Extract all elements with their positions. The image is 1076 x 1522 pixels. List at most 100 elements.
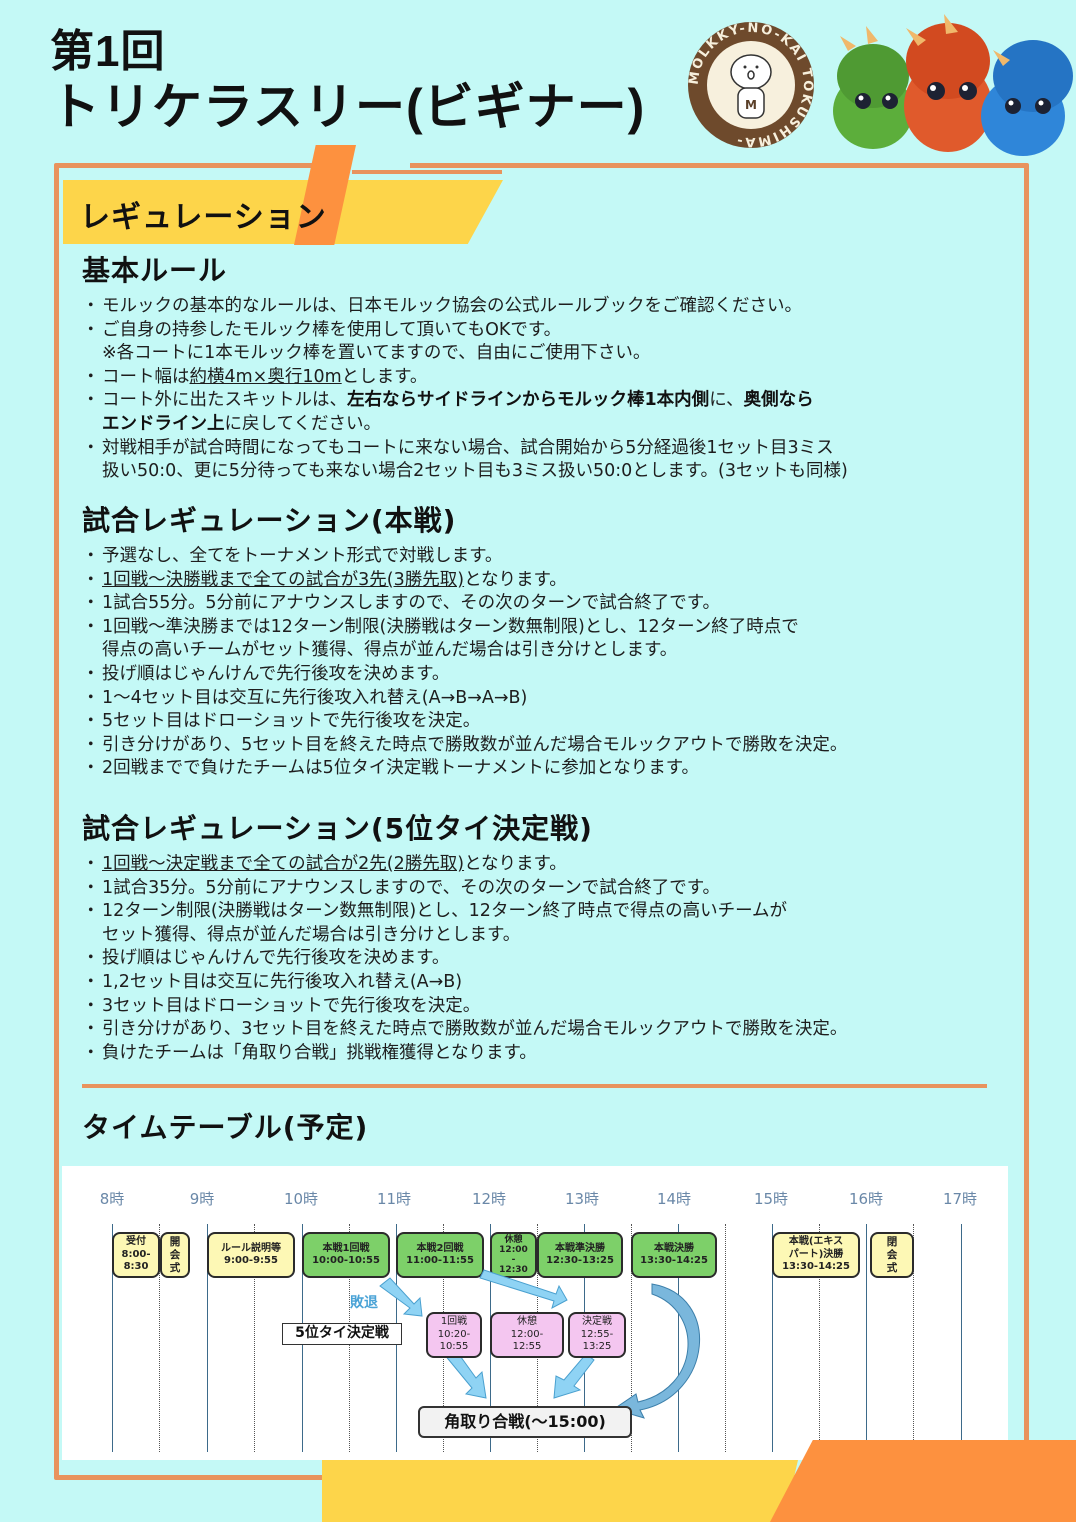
half-hour-gridline bbox=[819, 1224, 820, 1452]
schedule-block-semifinal: 本戦準決勝 12:30-13:25 bbox=[537, 1232, 623, 1278]
kadotori-event-box: 角取り合戦(～15:00) bbox=[418, 1406, 632, 1438]
rule-text: 1試合55分。5分前にアナウンスしますので、その次のターンで試合終了です。 bbox=[102, 593, 721, 614]
hour-label: 13時 bbox=[564, 1190, 600, 1208]
rule-text: 負けたチームは「角取り合戦」挑戦権獲得となります。 bbox=[102, 1042, 537, 1063]
bottom-decor-orange bbox=[770, 1440, 1076, 1522]
rule-text: モルックの基本的なルールは、日本モルック協会の公式ルールブックをご確認ください。 bbox=[102, 296, 802, 316]
hour-gridline bbox=[961, 1224, 962, 1452]
hour-gridline bbox=[772, 1224, 773, 1452]
page-title: 第1回 トリケラスリー(ビギナー) bbox=[50, 27, 646, 135]
tie-regulation-section: 試合レギュレーション(5位タイ決定戦) 1回戦～決定戦まで全ての試合が2先(2勝… bbox=[82, 811, 1022, 1065]
rule-text: 投げ順はじゃんけんで先行後攻を決めます。 bbox=[102, 948, 450, 969]
hour-label: 17時 bbox=[942, 1190, 978, 1208]
hour-gridline bbox=[866, 1224, 867, 1452]
rule-text: 5セット目はドローショットで先行後攻を決定。 bbox=[102, 711, 481, 732]
rule-text: 対戦相手が試合時間になってもコートに来ない場合、試合開始から5分経過後1セット目… bbox=[102, 437, 834, 458]
basic-rules-list: モルックの基本的なルールは、日本モルック協会の公式ルールブックをご確認ください。… bbox=[82, 295, 1022, 484]
rule-text: 得点の高いチームがセット獲得、得点が並んだ場合は引き分けとします。 bbox=[102, 640, 678, 661]
list-item: 2回戦までで負けたチームは5位タイ決定戦トーナメントに参加となります。 bbox=[82, 757, 1022, 781]
list-item: ご自身の持参したモルック棒を使用して頂いてもOKです。 bbox=[82, 319, 1022, 343]
schedule-block-closing-ceremony: 閉 会 式 bbox=[870, 1232, 914, 1278]
tie-decision-label: 5位タイ決定戦 bbox=[282, 1323, 402, 1345]
rule-text: 投げ順はじゃんけんで先行後攻を決めます。 bbox=[102, 663, 450, 684]
emphasis-text: エンドライン上 bbox=[102, 413, 225, 434]
list-item: コート幅は約横4m×奥行10mとします。 bbox=[82, 366, 1022, 390]
rule-text: 12ターン制限(決勝戦はターン数無制限)とし、12ターン終了時点で得点の高いチー… bbox=[102, 901, 788, 922]
tie-block-round1: 1回戦 10:20- 10:55 bbox=[426, 1312, 482, 1358]
hour-label: 11時 bbox=[376, 1190, 412, 1208]
rule-text: 3セット目はドローショットで先行後攻を決定。 bbox=[102, 995, 481, 1016]
title-edition: 第1回 bbox=[50, 27, 166, 76]
rule-text: 1試合35分。5分前にアナウンスしますので、その次のターンで試合終了です。 bbox=[102, 877, 721, 898]
tie-regulation-heading: 試合レギュレーション(5位タイ決定戦) bbox=[82, 812, 593, 845]
rule-text: 1～4セット目は交互に先行後攻入れ替え(A→B→A→B) bbox=[102, 687, 528, 708]
list-item: 12ターン制限(決勝戦はターン数無制限)とし、12ターン終了時点で得点の高いチー… bbox=[82, 900, 1022, 924]
hour-label: 12時 bbox=[471, 1190, 507, 1208]
list-item: エンドライン上に戻してください。 bbox=[82, 413, 1022, 437]
timetable-section: タイムテーブル(予定) bbox=[82, 1110, 1022, 1146]
hour-label: 14時 bbox=[656, 1190, 692, 1208]
rule-text: コート外に出たスキットルは、 bbox=[102, 390, 347, 411]
rule-text: となります。 bbox=[464, 854, 567, 874]
list-item: 1回戦～決勝戦まで全ての試合が3先(3勝先取)となります。 bbox=[82, 569, 1022, 593]
list-item: 1回戦～準決勝までは12ターン制限(決勝戦はターン数無制限)とし、12ターン終了… bbox=[82, 616, 1022, 640]
molkky-association-logo: MOLKKY-NO-KAI TOKUSHIMA- M bbox=[687, 21, 814, 149]
defeat-label: 敗退 bbox=[350, 1295, 378, 1311]
list-item: 投げ順はじゃんけんで先行後攻を決めます。 bbox=[82, 663, 1022, 687]
rule-text: コート幅は bbox=[102, 366, 190, 387]
section-banner-title: レギュレーション bbox=[80, 200, 327, 235]
rule-text: 1,2セット目は交互に先行後攻入れ替え(A→B) bbox=[102, 971, 463, 992]
hour-label: 15時 bbox=[753, 1190, 789, 1208]
timetable-heading: タイムテーブル(予定) bbox=[82, 1111, 369, 1144]
half-hour-gridline bbox=[159, 1224, 160, 1452]
half-hour-gridline bbox=[725, 1224, 726, 1452]
court-size-text: 約横4m×奥行10m bbox=[189, 366, 342, 387]
hour-label: 10時 bbox=[283, 1190, 319, 1208]
list-item: 得点の高いチームがセット獲得、得点が並んだ場合は引き分けとします。 bbox=[82, 639, 1022, 663]
hour-label: 8時 bbox=[99, 1190, 125, 1208]
schedule-block-round2: 本戦2回戦 11:00-11:55 bbox=[396, 1232, 484, 1278]
tie-block-final: 決定戦 12:55- 13:25 bbox=[568, 1312, 626, 1358]
schedule-block-rules-briefing: ルール説明等 9:00-9:55 bbox=[207, 1232, 295, 1278]
svg-text:M: M bbox=[745, 98, 757, 112]
list-item: 負けたチームは「角取り合戦」挑戦権獲得となります。 bbox=[82, 1042, 1022, 1066]
rule-text: に、 bbox=[709, 390, 744, 411]
main-regulation-section: 試合レギュレーション(本戦) 予選なし、全てをトーナメント形式で対戦します。 1… bbox=[82, 503, 1022, 781]
list-item: 引き分けがあり、5セット目を終えた時点で勝敗数が並んだ場合モルックアウトで勝敗を… bbox=[82, 734, 1022, 758]
rule-text: セット獲得、得点が並んだ場合は引き分けとします。 bbox=[102, 924, 521, 945]
list-item: 1,2セット目は交互に先行後攻入れ替え(A→B) bbox=[82, 971, 1022, 995]
rule-text: 2回戦までで負けたチームは5位タイ決定戦トーナメントに参加となります。 bbox=[102, 758, 699, 779]
tie-regulation-list: 1回戦～決定戦まで全ての試合が2先(2勝先取)となります。 1試合35分。5分前… bbox=[82, 853, 1022, 1065]
main-regulation-heading: 試合レギュレーション(本戦) bbox=[82, 504, 457, 537]
hour-label: 9時 bbox=[189, 1190, 215, 1208]
timetable-chart: 8時 9時 10時 11時 12時 13時 14時 15時 16時 17時 受付… bbox=[62, 1166, 1008, 1460]
basic-rules-section: 基本ルール モルックの基本的なルールは、日本モルック協会の公式ルールブックをご確… bbox=[82, 253, 1022, 484]
section-banner bbox=[63, 180, 503, 244]
schedule-block-round1: 本戦1回戦 10:00-10:55 bbox=[302, 1232, 390, 1278]
list-item: モルックの基本的なルールは、日本モルック協会の公式ルールブックをご確認ください。 bbox=[82, 295, 1022, 319]
rule-text: 引き分けがあり、3セット目を終えた時点で勝敗数が並んだ場合モルックアウトで勝敗を… bbox=[102, 1019, 848, 1040]
match-format-text: 1回戦～決勝戦まで全ての試合が3先(3勝先取) bbox=[102, 569, 465, 590]
list-item: 5セット目はドローショットで先行後攻を決定。 bbox=[82, 710, 1022, 734]
schedule-block-reception: 受付 8:00- 8:30 bbox=[112, 1232, 160, 1278]
list-item: 3セット目はドローショットで先行後攻を決定。 bbox=[82, 995, 1022, 1019]
bottom-decor-yellow bbox=[322, 1460, 798, 1522]
half-hour-gridline bbox=[254, 1224, 255, 1452]
schedule-block-final: 本戦決勝 13:30-14:25 bbox=[631, 1232, 717, 1278]
list-item: 1回戦～決定戦まで全ての試合が2先(2勝先取)となります。 bbox=[82, 853, 1022, 877]
banner-accent-line bbox=[352, 170, 502, 174]
half-hour-gridline bbox=[913, 1224, 914, 1452]
rule-text: 引き分けがあり、5セット目を終えた時点で勝敗数が並んだ場合モルックアウトで勝敗を… bbox=[102, 734, 848, 755]
list-item: コート外に出たスキットルは、左右ならサイドラインからモルック棒1本内側に、奥側な… bbox=[82, 389, 1022, 413]
rule-text: 扱い50:0、更に5分待っても来ない場合2セット目も3ミス扱い50:0とします。… bbox=[102, 461, 848, 482]
emphasis-text: 左右ならサイドラインからモルック棒1本内側 bbox=[347, 390, 710, 411]
rule-text: ご自身の持参したモルック棒を使用して頂いてもOKです。 bbox=[102, 319, 562, 340]
section-divider bbox=[82, 1084, 987, 1088]
list-item: 予選なし、全てをトーナメント形式で対戦します。 bbox=[82, 545, 1022, 569]
list-item: 1～4セット目は交互に先行後攻入れ替え(A→B→A→B) bbox=[82, 687, 1022, 711]
list-item: セット獲得、得点が並んだ場合は引き分けとします。 bbox=[82, 924, 1022, 948]
hour-gridline bbox=[207, 1224, 208, 1452]
hour-gridline bbox=[112, 1224, 113, 1452]
list-item: 対戦相手が試合時間になってもコートに来ない場合、試合開始から5分経過後1セット目… bbox=[82, 437, 1022, 461]
title-event-name: トリケラスリー(ビギナー) bbox=[50, 79, 646, 135]
